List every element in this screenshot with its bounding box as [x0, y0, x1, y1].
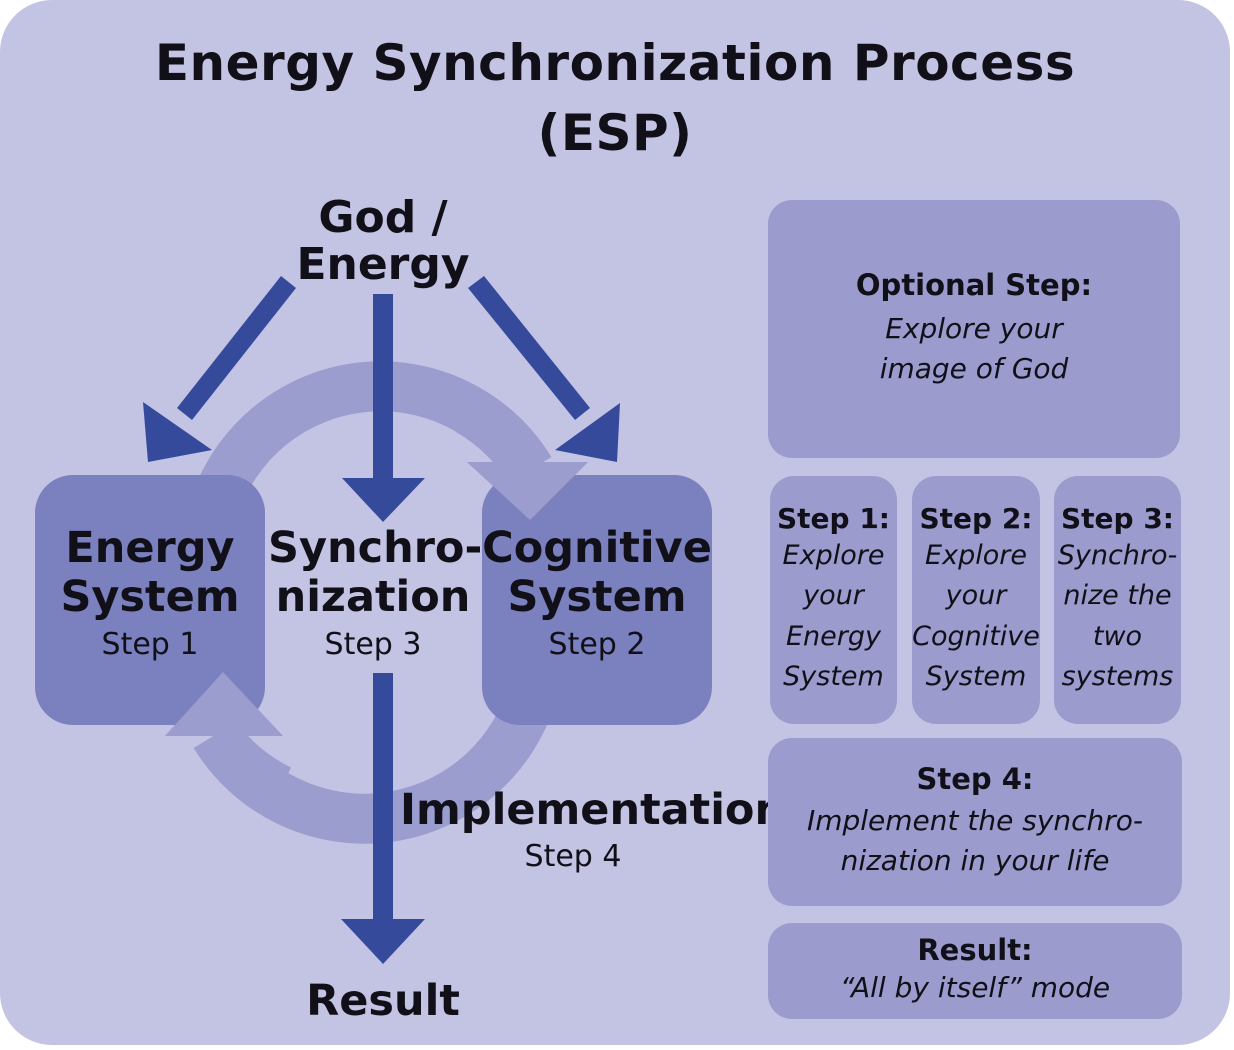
energy-system-step: Step 1: [101, 627, 199, 662]
description-line: “All by itself” mode: [839, 971, 1111, 1005]
description-line: System: [925, 661, 1027, 693]
synchronization-label-line2: nization: [275, 572, 471, 622]
energy-system-label-line1: Energy: [65, 523, 235, 573]
optional-step-panel: Optional Step: Explore your image of God: [768, 200, 1180, 458]
cognitive-system-label-line1: Cognitive: [482, 523, 712, 573]
cognitive-system-label-line2: System: [507, 572, 687, 622]
cycle-ring-overlay-left: [194, 719, 292, 813]
implementation-label: Implementation: [400, 785, 786, 835]
energy-system-label-line2: System: [60, 572, 240, 622]
description-line: System: [783, 661, 884, 693]
description-line: image of God: [879, 352, 1069, 386]
arrow-down-right-icon: [468, 276, 620, 462]
implementation-step: Step 4: [524, 839, 622, 874]
description-line: Energy: [785, 620, 881, 652]
page-subtitle: (ESP): [537, 104, 693, 162]
optional-step-description: Explore your image of God: [880, 309, 1069, 390]
result-description: “All by itself” mode: [840, 968, 1110, 1009]
cognitive-system-step: Step 2: [548, 627, 646, 662]
step3-description: Synchro- nize the two systems: [1058, 536, 1178, 698]
source-label-line1: God /: [318, 192, 448, 243]
synchronization-step: Step 3: [324, 627, 422, 662]
arrow-down-icon: [342, 294, 425, 522]
step1-description: Explore your Energy System: [783, 536, 885, 698]
arrow-to-result-icon: [341, 673, 425, 964]
step4-heading: Step 4:: [916, 762, 1034, 796]
description-line: your: [945, 580, 1007, 612]
description-line: Explore: [782, 539, 885, 571]
result-label: Result: [306, 976, 460, 1026]
source-label-line2: Energy: [296, 239, 470, 290]
description-line: Cognitive: [912, 620, 1040, 652]
step2-heading: Step 2:: [919, 502, 1033, 536]
step2-panel: Step 2: Explore your Cognitive System: [912, 476, 1040, 724]
step4-panel: Step 4: Implement the synchro- nization …: [768, 738, 1182, 906]
cycle-arrowhead-left-overlay: [165, 672, 283, 736]
step3-panel: Step 3: Synchro- nize the two systems: [1054, 476, 1181, 724]
synchronization-label-line1: Synchro-: [268, 523, 483, 573]
result-panel: Result: “All by itself” mode: [768, 923, 1182, 1019]
cycle-ring-overlay-right: [454, 388, 552, 484]
description-line: nize the: [1063, 580, 1172, 612]
description-line: two: [1092, 620, 1143, 652]
arrow-down-left-icon: [143, 276, 296, 462]
step1-heading: Step 1:: [776, 502, 890, 536]
description-line: systems: [1061, 661, 1174, 693]
step1-panel: Step 1: Explore your Energy System: [770, 476, 897, 724]
description-line: Explore your: [885, 311, 1063, 345]
description-line: nization in your life: [840, 844, 1110, 878]
description-line: Explore: [925, 539, 1027, 571]
cycle-arrowhead-right-overlay: [467, 462, 588, 520]
description-line: Implement the synchro-: [806, 803, 1144, 837]
cognitive-system-box: [482, 475, 712, 725]
page-title: Energy Synchronization Process: [154, 34, 1076, 92]
step3-heading: Step 3:: [1060, 502, 1174, 536]
step2-description: Explore your Cognitive System: [912, 536, 1040, 698]
result-heading: Result:: [917, 933, 1033, 968]
description-line: Synchro-: [1057, 539, 1178, 571]
optional-step-heading: Optional Step:: [855, 268, 1093, 302]
step4-description: Implement the synchro- nization in your …: [807, 801, 1143, 882]
energy-system-box: [35, 475, 265, 725]
description-line: your: [803, 580, 864, 612]
